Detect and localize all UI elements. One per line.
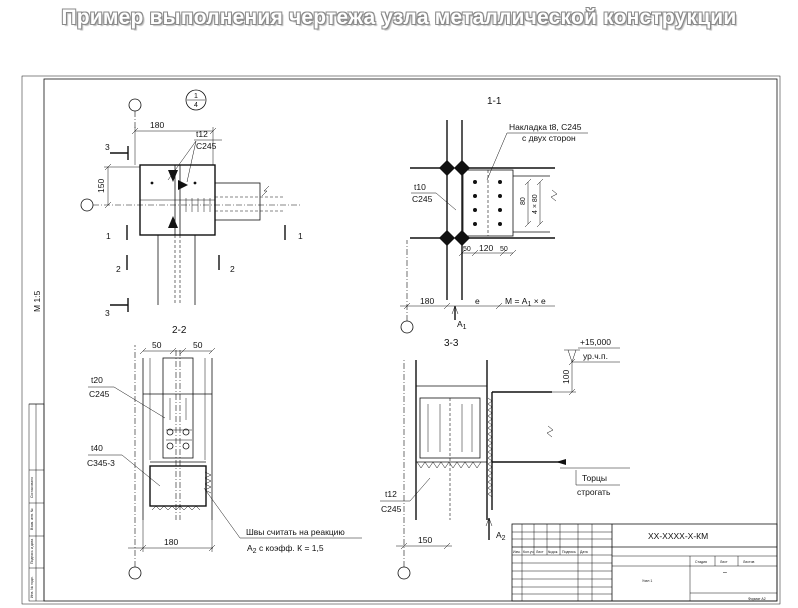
s11-dim-80: 80 bbox=[520, 197, 527, 205]
tb-col-change: Изм. bbox=[513, 550, 521, 554]
end-note-line1: Торцы bbox=[582, 473, 607, 483]
tb-format: Формат А2 bbox=[748, 597, 766, 601]
s11-dim-e: е bbox=[475, 296, 480, 306]
axis-bubble-left bbox=[80, 198, 94, 212]
cut-marker-1b: 1 bbox=[298, 231, 303, 241]
plan-plate-steel: С245 bbox=[196, 141, 217, 151]
node-ref-bottom: 4 bbox=[194, 102, 198, 109]
weld-mark bbox=[168, 216, 178, 228]
weld-note-line2: А2 с коэфф. К = 1,5 bbox=[247, 543, 324, 555]
left-stamp-strip: Согласовано Взам. инв. № Подпись и дата … bbox=[28, 403, 45, 602]
end-note-line2: строгать bbox=[577, 487, 611, 497]
s33-dim-100: 100 bbox=[561, 370, 571, 384]
level-value: +15,000 bbox=[580, 337, 611, 347]
beam-stub bbox=[214, 182, 261, 221]
section-3-3-label: 3-3 bbox=[444, 338, 459, 349]
section-3-3: 3-3 +15,000 ур.ч.п. 100 Торцы bbox=[380, 337, 630, 580]
node-ref-top: 1 bbox=[194, 93, 198, 100]
sheet-outer-frame bbox=[21, 75, 781, 605]
section-2-2: 2-2 50 50 t20 С245 bbox=[87, 325, 362, 580]
s22-t40-label: t40 bbox=[91, 443, 103, 453]
t40-plate bbox=[149, 465, 207, 507]
cut-marker-2b: 2 bbox=[230, 264, 235, 274]
cut-marker-1: 1 bbox=[106, 231, 111, 241]
tb-sheets: Листов bbox=[743, 560, 755, 564]
tb-col-doc: №док. bbox=[548, 550, 558, 554]
tb-sheet: Лист bbox=[720, 560, 728, 564]
s33-plate-thickness: t12 bbox=[385, 489, 397, 499]
s22-dim-180: 180 bbox=[164, 537, 178, 547]
axis-bubble-a1 bbox=[400, 320, 414, 334]
title-block: Изм. Кол.уч. Лист №док. Подпись Дата ХХ-… bbox=[511, 523, 778, 602]
plan-dim-150: 150 bbox=[96, 179, 106, 193]
t20-plate bbox=[162, 357, 194, 459]
s11-dim-50b: 50 bbox=[500, 246, 508, 253]
page-title: Пример выполнения чертежа узла металличе… bbox=[61, 6, 737, 29]
cut-marker-3b: 3 bbox=[105, 308, 110, 318]
s22-t40-steel: С345-3 bbox=[87, 458, 115, 468]
plan-dim-180: 180 bbox=[150, 120, 164, 130]
strip-label-replace-inv: Взам. инв. № bbox=[30, 508, 34, 530]
splice-label-line2: с двух сторон bbox=[522, 133, 576, 143]
s11-plate-steel: С245 bbox=[412, 194, 433, 204]
s11-dim-180: 180 bbox=[420, 296, 434, 306]
tb-stage: Стадия bbox=[695, 560, 707, 564]
strip-label-inv-no: Инв. № подл. bbox=[30, 576, 34, 598]
s11-plate-thickness: t10 bbox=[414, 182, 426, 192]
plan-view: 1 4 180 bbox=[80, 89, 303, 318]
weld-note-line1: Швы считать на реакцию bbox=[246, 527, 345, 537]
axis-bubble-2-2 bbox=[128, 566, 142, 580]
s22-dim-50a: 50 bbox=[152, 340, 162, 350]
s22-t20-label: t20 bbox=[91, 375, 103, 385]
level-ref: ур.ч.п. bbox=[583, 351, 608, 361]
cut-marker-3: 3 bbox=[105, 142, 110, 152]
scale-label: М 1:5 bbox=[32, 290, 42, 312]
s33-plate-steel: С245 bbox=[381, 504, 402, 514]
axis-bubble-a2 bbox=[397, 566, 411, 580]
section-1-1: 1-1 Накладка t8, С245 с двух сторон bbox=[400, 96, 588, 334]
moment-formula: М = А1 × е bbox=[505, 296, 546, 308]
tb-col-date: Дата bbox=[580, 550, 588, 554]
s11-dim-120: 120 bbox=[479, 243, 493, 253]
tb-col-sign: Подпись bbox=[562, 550, 576, 554]
s22-t20-steel: С245 bbox=[89, 389, 110, 399]
s11-dim-4x80: 4 × 80 bbox=[532, 194, 539, 214]
section-1-1-label: 1-1 bbox=[487, 96, 502, 107]
tb-node-name: Узел 1 bbox=[642, 579, 652, 583]
section-2-2-label: 2-2 bbox=[172, 325, 187, 336]
axis-bubble-top bbox=[128, 98, 142, 112]
s33-dim-150: 150 bbox=[418, 535, 432, 545]
tb-col-sheet: Лист bbox=[536, 550, 544, 554]
axis-a2-label: А2 bbox=[496, 530, 506, 542]
node-reference-bubble bbox=[185, 89, 207, 111]
strip-label-sign-date: Подпись и дата bbox=[30, 539, 34, 564]
axis-a1-label: А1 bbox=[457, 319, 467, 331]
s22-dim-50b: 50 bbox=[193, 340, 203, 350]
plan-plate-thickness: t12 bbox=[196, 129, 208, 139]
tb-col-qty: Кол.уч. bbox=[523, 550, 534, 554]
weld-mark bbox=[168, 170, 178, 182]
tb-dash: – bbox=[723, 569, 727, 576]
doc-code: ХХ-ХХХХ-Х-КМ bbox=[648, 531, 708, 541]
splice-label-line1: Накладка t8, С245 bbox=[509, 122, 582, 132]
s11-dim-50a: 50 bbox=[463, 246, 471, 253]
cut-marker-2: 2 bbox=[116, 264, 121, 274]
strip-label-agreed: Согласовано bbox=[30, 477, 34, 498]
sheet-inner-frame bbox=[43, 78, 778, 602]
